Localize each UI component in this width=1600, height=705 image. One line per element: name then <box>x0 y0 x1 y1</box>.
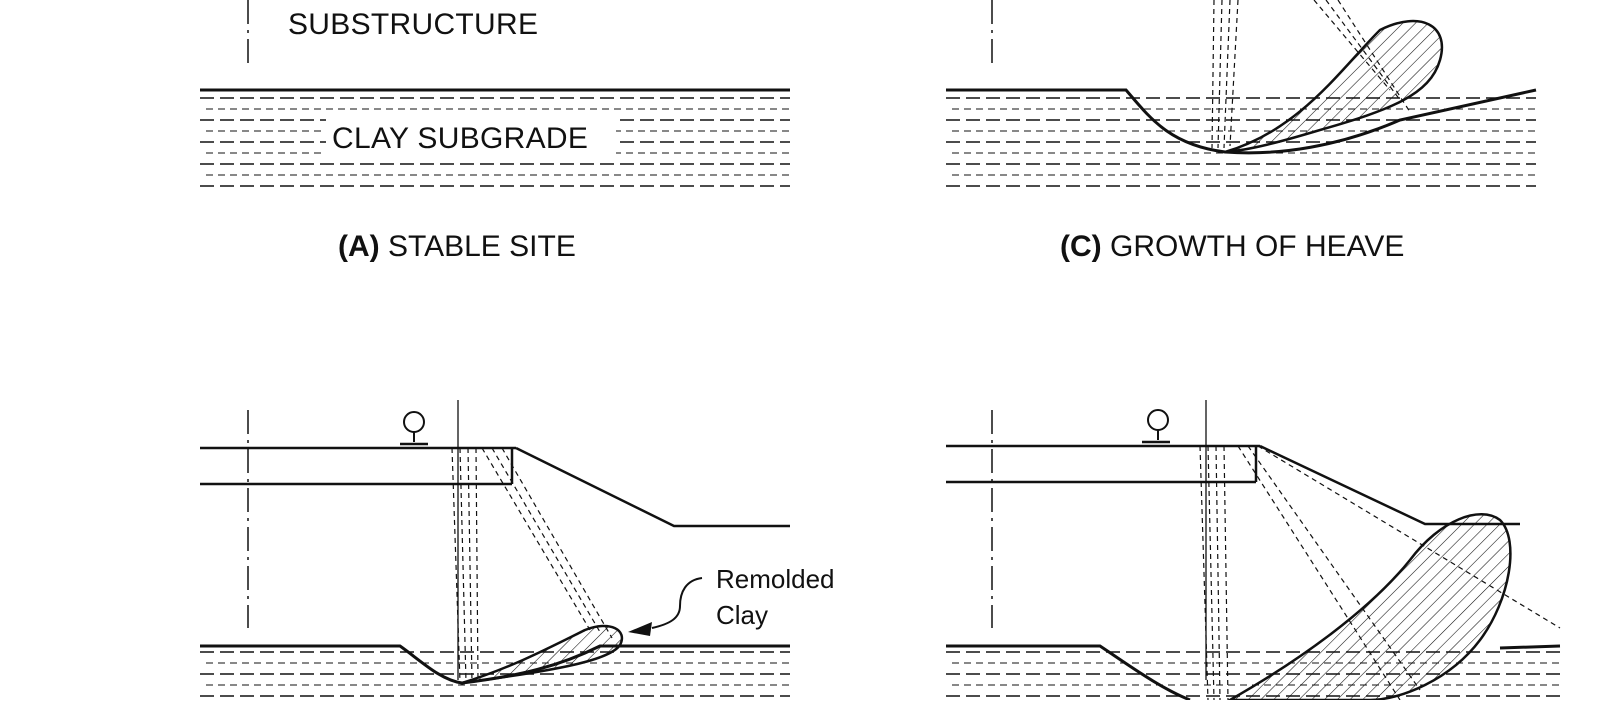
panel-a-letter: (A) <box>338 230 380 263</box>
remolded-clay-annotation-line2: Clay <box>716 600 768 630</box>
panel-a-title: STABLE SITE <box>380 230 576 263</box>
panel-c-caption: (C) GROWTH OF HEAVE <box>1060 230 1404 263</box>
heave-zone <box>1224 19 1444 154</box>
clay-subgrade-layer <box>200 88 790 187</box>
embankment <box>946 444 1520 526</box>
load-stress-lines <box>1211 0 1411 149</box>
subgrade-surface <box>946 644 1561 702</box>
subgrade-surface <box>946 88 1537 155</box>
panel-c-letter: (C) <box>1060 230 1102 263</box>
load-stress-lines <box>451 447 613 683</box>
panel-a-stable-site: SUBSTRUCTURE CLAY SUBGRADE (A) STABLE SI… <box>200 0 790 263</box>
panel-d-failure <box>946 400 1561 702</box>
panel-b-remolding: Remolded Clay <box>200 400 835 697</box>
clay-texture <box>200 651 790 697</box>
embankment <box>200 446 790 528</box>
failure-zone <box>1225 513 1512 702</box>
annotation-leader <box>651 577 703 629</box>
track-load-symbol <box>1142 409 1170 444</box>
track-load-symbol <box>400 411 428 446</box>
remolded-clay-annotation: Remolded <box>716 564 835 594</box>
annotation-arrowhead <box>628 622 652 636</box>
clay-subgrade-label: CLAY SUBGRADE <box>332 122 588 155</box>
panel-a-caption: (A) STABLE SITE <box>338 230 576 263</box>
clay-texture <box>946 97 1536 187</box>
panel-c-title: GROWTH OF HEAVE <box>1102 230 1405 263</box>
remolded-clay-zone <box>461 624 623 685</box>
substructure-label: SUBSTRUCTURE <box>288 8 538 41</box>
panel-c-growth-of-heave: (C) GROWTH OF HEAVE <box>946 0 1537 263</box>
load-stress-lines <box>1199 445 1561 701</box>
